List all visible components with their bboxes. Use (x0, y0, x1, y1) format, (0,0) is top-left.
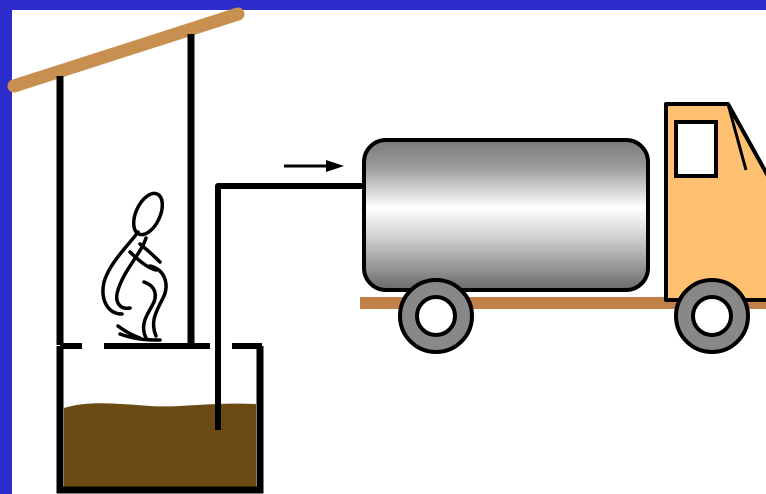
sludge-fill (64, 403, 256, 488)
cab-window (676, 122, 716, 176)
vacuum-tank (364, 140, 648, 290)
front-wheel (676, 280, 748, 352)
rear-wheel (400, 280, 472, 352)
